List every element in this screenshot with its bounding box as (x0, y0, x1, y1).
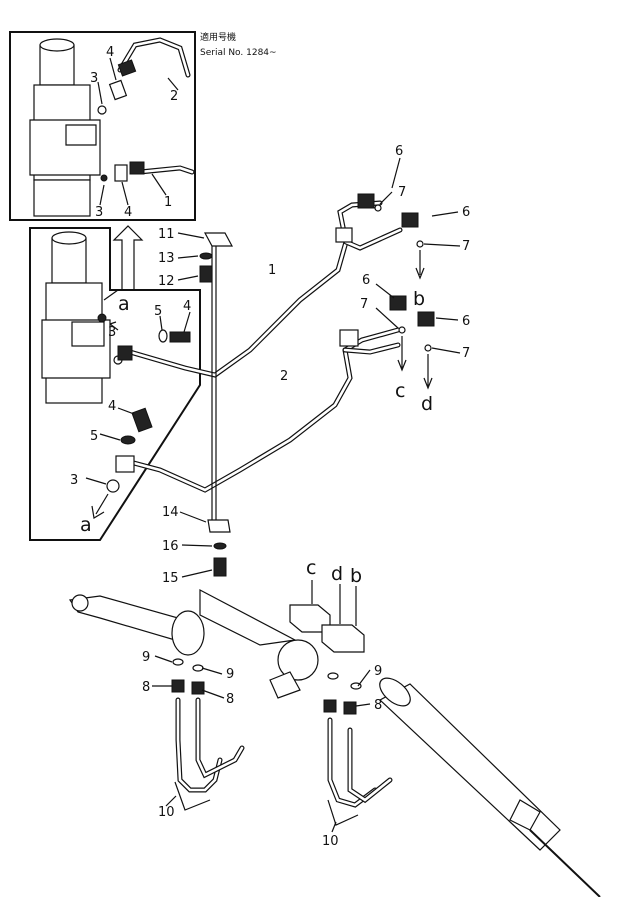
callout-4-inset-top: 4 (106, 45, 114, 60)
callout-12: 12 (158, 274, 175, 289)
callout-5-upper: 5 (154, 304, 162, 319)
callout-6-b: 6 (462, 205, 470, 220)
callout-10-right: 10 (322, 834, 339, 849)
flange-bolts (85, 311, 191, 519)
callout-3-lower: 3 (70, 473, 78, 488)
callout-4-inset-bottom: 4 (124, 205, 132, 220)
connection-d-lower: d (331, 563, 343, 585)
callout-8-left: 8 (142, 680, 150, 695)
callout-1-main: 1 (268, 263, 276, 278)
applicable-label: 適用号機 (200, 31, 236, 43)
callout-6-d: 6 (462, 314, 470, 329)
connection-d-top: d (421, 393, 433, 415)
callout-7-a: 7 (398, 185, 406, 200)
callout-9-left: 9 (142, 650, 150, 665)
callout-16: 16 (162, 539, 179, 554)
pipe-2 (115, 327, 401, 493)
callout-3-inset-top: 3 (90, 71, 98, 86)
callout-3-upper: 3 (108, 325, 116, 340)
callout-13: 13 (158, 251, 175, 266)
callout-11: 11 (158, 227, 175, 242)
connection-a-upper: a (118, 293, 130, 315)
serial-inset (9, 31, 196, 221)
bracket-column (177, 232, 234, 578)
callout-10-left: 10 (158, 805, 175, 820)
callout-8-center: 8 (226, 692, 234, 707)
callout-3-inset-bottom: 3 (95, 205, 103, 220)
hose-group-left (171, 658, 245, 811)
elbow-fittings (357, 157, 461, 390)
callout-9-center: 9 (226, 667, 234, 682)
lower-leaders (152, 655, 371, 833)
callout-1-inset: 1 (164, 195, 172, 210)
callout-14: 14 (162, 505, 179, 520)
pipe-1 (117, 200, 403, 378)
callout-7-d: 7 (462, 346, 470, 361)
callout-6-a: 6 (395, 144, 403, 159)
connection-a-lower: a (80, 514, 92, 536)
swivel-assembly (29, 225, 201, 541)
boom-assembly (68, 580, 601, 898)
connection-c-lower: c (306, 557, 316, 579)
connection-b-lower: b (350, 565, 362, 587)
callout-5-lower: 5 (90, 429, 98, 444)
callout-4-upper: 4 (183, 299, 191, 314)
callout-6-c: 6 (362, 273, 370, 288)
callout-7-c: 7 (360, 297, 368, 312)
serial-label: Serial No. 1284~ (200, 48, 277, 58)
callout-4-lower: 4 (108, 399, 116, 414)
connection-c-top: c (395, 380, 405, 402)
callout-2-inset: 2 (170, 89, 178, 104)
callout-2-main: 2 (280, 369, 288, 384)
callout-9-right: 9 (374, 664, 382, 679)
connection-b-top: b (413, 288, 425, 310)
callout-15: 15 (162, 571, 179, 586)
callout-8-right: 8 (374, 698, 382, 713)
callout-7-b: 7 (462, 239, 470, 254)
hose-group-right (323, 672, 393, 826)
